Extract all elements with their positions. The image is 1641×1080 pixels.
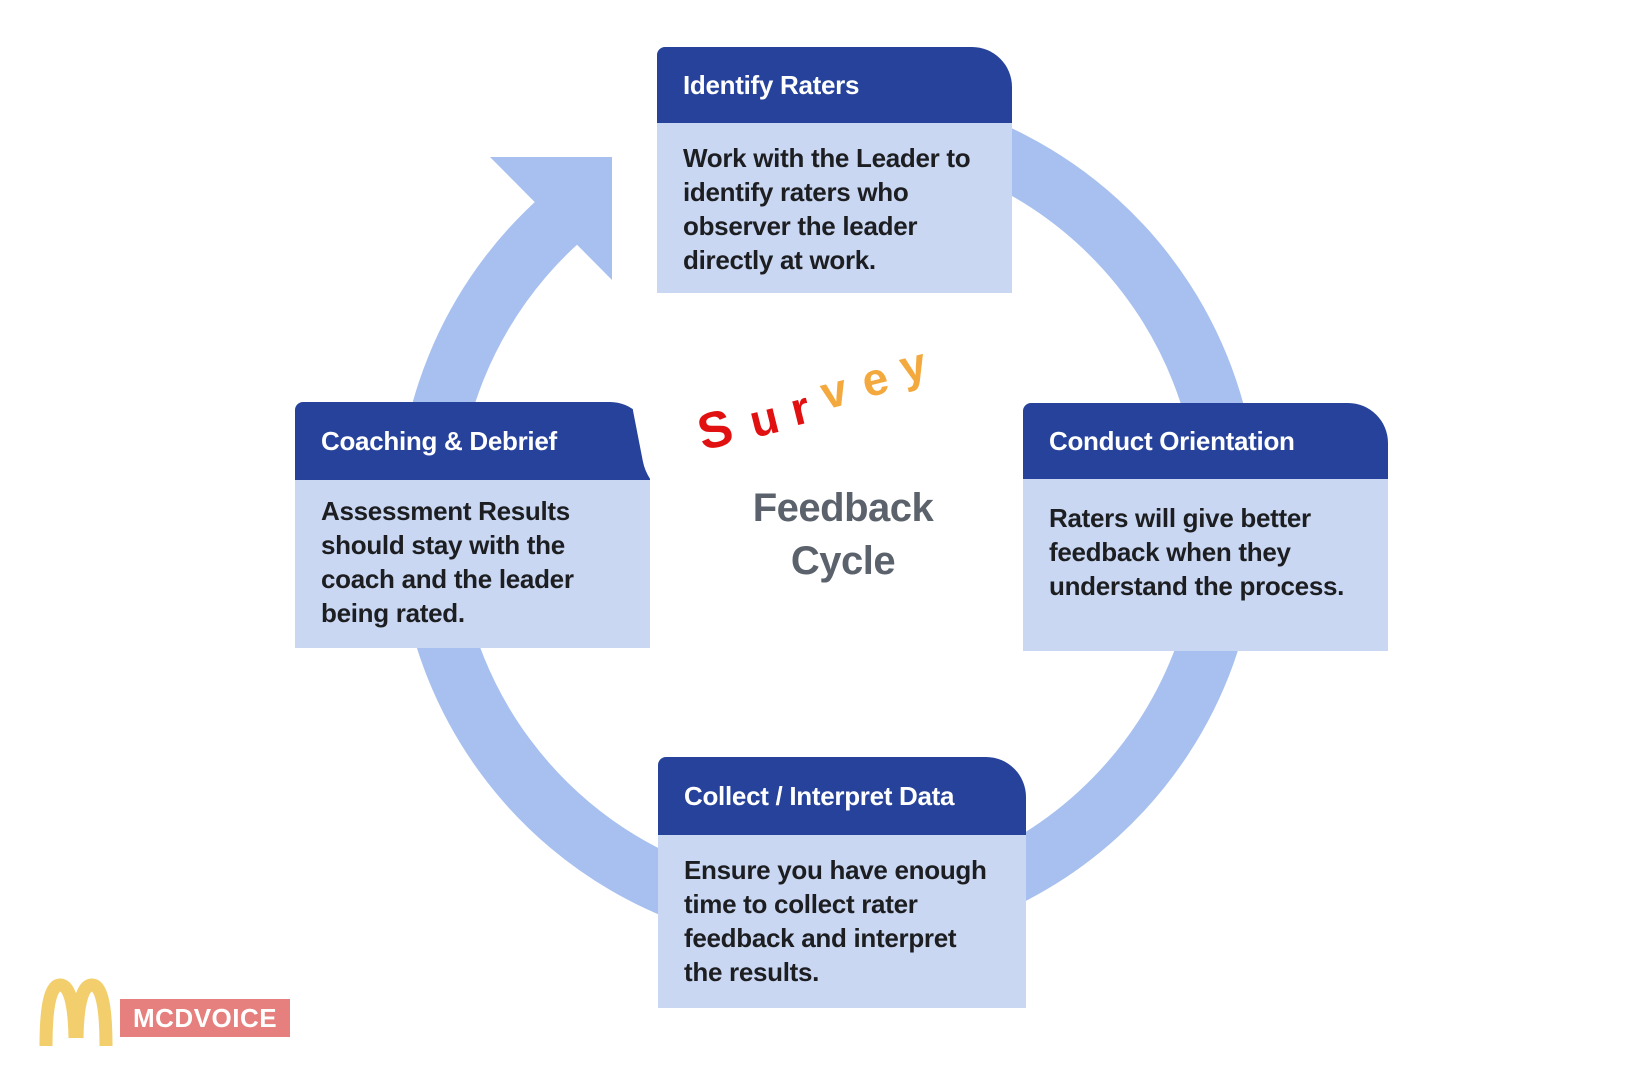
mcdvoice-badge: MCDVOICE [120,999,291,1037]
cycle-title: Feedback Cycle [752,486,934,583]
mcdonalds-arches-icon [39,978,113,1047]
step-card-collect-interpret-data: Collect / Interpret Data Ensure you have… [658,757,1026,1008]
step-body-conduct-orientation: Raters will give better feedback when th… [1023,479,1388,651]
step-title: Coaching & Debrief [321,425,557,456]
step-body-identify-raters: Work with the Leader to identify raters … [657,123,1012,293]
step-body-coaching-debrief: Assessment Results should stay with the … [295,480,650,648]
arrowhead-icon [490,157,612,280]
step-title: Collect / Interpret Data [684,780,955,811]
step-card-identify-raters: Identify Raters Work with the Leader to … [657,47,1012,293]
step-header-conduct-orientation: Conduct Orientation [1023,403,1388,479]
step-title: Identify Raters [683,69,860,100]
step-header-collect-interpret-data: Collect / Interpret Data [658,757,1026,835]
step-card-coaching-debrief: Coaching & Debrief Assessment Results sh… [295,402,650,648]
step-header-identify-raters: Identify Raters [657,47,1012,123]
step-card-conduct-orientation: Conduct Orientation Raters will give bet… [1023,403,1388,651]
step-body-collect-interpret-data: Ensure you have enough time to collect r… [658,835,1026,1008]
step-header-coaching-debrief: Coaching & Debrief [295,402,650,480]
step-title: Conduct Orientation [1049,425,1295,456]
